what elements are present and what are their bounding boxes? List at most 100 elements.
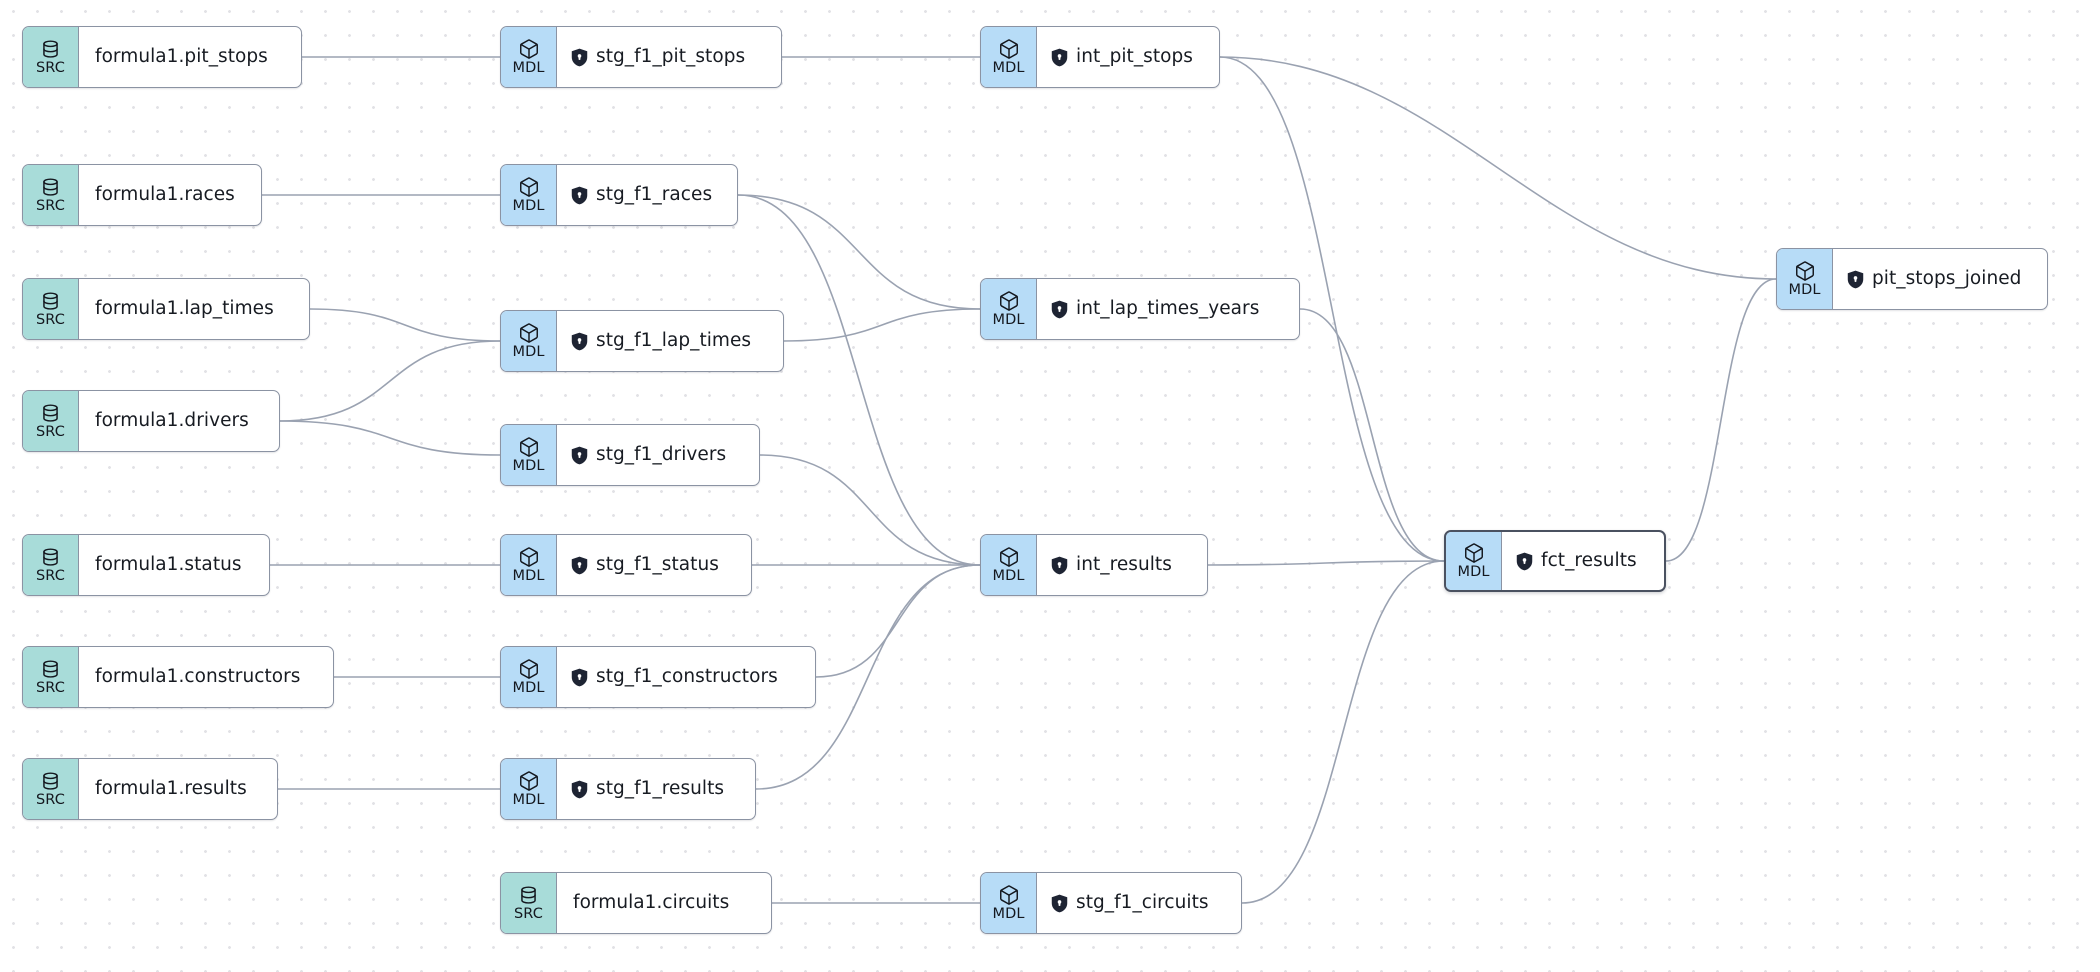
cube-icon <box>1463 542 1485 564</box>
edge-src_lap_times-to-stg_lap_times <box>309 308 501 342</box>
node-type-label: MDL <box>992 906 1025 922</box>
node-label: stg_f1_status <box>596 554 719 575</box>
graph-node-src_pit_stops[interactable]: SRC formula1.pit_stops <box>22 26 302 88</box>
node-type-badge-mdl: MDL <box>501 27 557 87</box>
graph-node-int_lap_times_years[interactable]: MDL int_lap_times_years <box>980 278 1300 340</box>
graph-node-src_lap_times[interactable]: SRC formula1.lap_times <box>22 278 310 340</box>
node-type-badge-mdl: MDL <box>501 165 557 225</box>
node-type-badge-src: SRC <box>23 279 79 339</box>
graph-node-stg_status[interactable]: MDL stg_f1_status <box>500 534 752 596</box>
node-type-badge-mdl: MDL <box>501 425 557 485</box>
graph-node-stg_pit_stops[interactable]: MDL stg_f1_pit_stops <box>500 26 782 88</box>
node-type-label: MDL <box>512 680 545 696</box>
node-type-badge-mdl: MDL <box>981 873 1037 933</box>
node-type-badge-mdl: MDL <box>981 279 1037 339</box>
cube-icon <box>518 38 540 60</box>
node-type-badge-mdl: MDL <box>501 535 557 595</box>
node-label: int_lap_times_years <box>1076 298 1260 319</box>
graph-node-src_circuits[interactable]: SRC formula1.circuits <box>500 872 772 934</box>
database-icon <box>40 403 61 424</box>
node-body: formula1.results <box>79 759 277 819</box>
node-type-label: MDL <box>1457 564 1490 580</box>
node-body: int_pit_stops <box>1037 27 1219 87</box>
graph-node-int_pit_stops[interactable]: MDL int_pit_stops <box>980 26 1220 88</box>
node-body: formula1.status <box>79 535 269 595</box>
node-type-label: SRC <box>36 197 65 214</box>
node-label: stg_f1_drivers <box>596 444 727 465</box>
node-body: stg_f1_races <box>557 165 737 225</box>
node-type-badge-mdl: MDL <box>501 311 557 371</box>
node-label: formula1.circuits <box>573 892 730 913</box>
node-body: formula1.circuits <box>557 873 771 933</box>
cube-icon <box>518 770 540 792</box>
node-label: formula1.status <box>95 554 242 575</box>
cube-icon <box>518 322 540 344</box>
node-type-badge-src: SRC <box>23 535 79 595</box>
graph-node-stg_constructors[interactable]: MDL stg_f1_constructors <box>500 646 816 708</box>
node-type-badge-mdl: MDL <box>981 535 1037 595</box>
shield-lock-icon <box>571 780 588 799</box>
graph-node-src_constructors[interactable]: SRC formula1.constructors <box>22 646 334 708</box>
database-icon <box>40 39 61 60</box>
graph-node-src_races[interactable]: SRC formula1.races <box>22 164 262 226</box>
database-icon <box>40 771 61 792</box>
cube-icon <box>518 176 540 198</box>
database-icon <box>40 547 61 568</box>
node-type-badge-src: SRC <box>23 165 79 225</box>
edge-stg_lap_times-to-int_lap_times_years <box>783 308 981 342</box>
graph-node-src_status[interactable]: SRC formula1.status <box>22 534 270 596</box>
node-body: formula1.pit_stops <box>79 27 301 87</box>
node-body: stg_f1_constructors <box>557 647 815 707</box>
node-body: stg_f1_drivers <box>557 425 759 485</box>
cube-icon <box>998 884 1020 906</box>
node-label: stg_f1_circuits <box>1076 892 1209 913</box>
shield-lock-icon <box>571 556 588 575</box>
edge-stg_drivers-to-int_results <box>759 454 981 566</box>
node-body: int_results <box>1037 535 1207 595</box>
node-label: stg_f1_pit_stops <box>596 46 746 67</box>
node-body: stg_f1_results <box>557 759 755 819</box>
shield-lock-icon <box>571 186 588 205</box>
node-type-label: SRC <box>36 311 65 328</box>
node-body: pit_stops_joined <box>1833 249 2047 309</box>
node-type-label: SRC <box>36 679 65 696</box>
node-label: int_results <box>1076 554 1172 575</box>
edge-stg_constructors-to-int_results <box>815 564 981 678</box>
node-type-label: SRC <box>514 905 543 922</box>
edge-int_pit_stops-to-pit_stops_joined <box>1219 56 1777 280</box>
graph-node-src_results[interactable]: SRC formula1.results <box>22 758 278 820</box>
cube-icon <box>518 436 540 458</box>
node-type-label: MDL <box>992 60 1025 76</box>
node-label: stg_f1_results <box>596 778 725 799</box>
node-label: formula1.constructors <box>95 666 301 687</box>
node-label: stg_f1_constructors <box>596 666 778 687</box>
graph-node-pit_stops_joined[interactable]: MDL pit_stops_joined <box>1776 248 2048 310</box>
node-body: formula1.lap_times <box>79 279 309 339</box>
database-icon <box>518 885 539 906</box>
node-body: formula1.races <box>79 165 261 225</box>
node-type-label: SRC <box>36 791 65 808</box>
shield-lock-icon <box>1051 556 1068 575</box>
node-label: formula1.lap_times <box>95 298 274 319</box>
shield-lock-icon <box>1051 894 1068 913</box>
node-type-label: MDL <box>512 344 545 360</box>
node-type-label: SRC <box>36 567 65 584</box>
graph-node-stg_drivers[interactable]: MDL stg_f1_drivers <box>500 424 760 486</box>
node-label: formula1.drivers <box>95 410 249 431</box>
graph-node-int_results[interactable]: MDL int_results <box>980 534 1208 596</box>
edge-stg_races-to-int_results <box>737 194 981 566</box>
node-body: stg_f1_pit_stops <box>557 27 781 87</box>
graph-node-src_drivers[interactable]: SRC formula1.drivers <box>22 390 280 452</box>
edge-int_lap_times_years-to-fct_results <box>1299 308 1445 562</box>
node-type-label: MDL <box>1788 282 1821 298</box>
graph-node-stg_circuits[interactable]: MDL stg_f1_circuits <box>980 872 1242 934</box>
shield-lock-icon <box>1051 48 1068 67</box>
cube-icon <box>998 290 1020 312</box>
node-type-label: SRC <box>36 59 65 76</box>
node-type-badge-src: SRC <box>23 391 79 451</box>
